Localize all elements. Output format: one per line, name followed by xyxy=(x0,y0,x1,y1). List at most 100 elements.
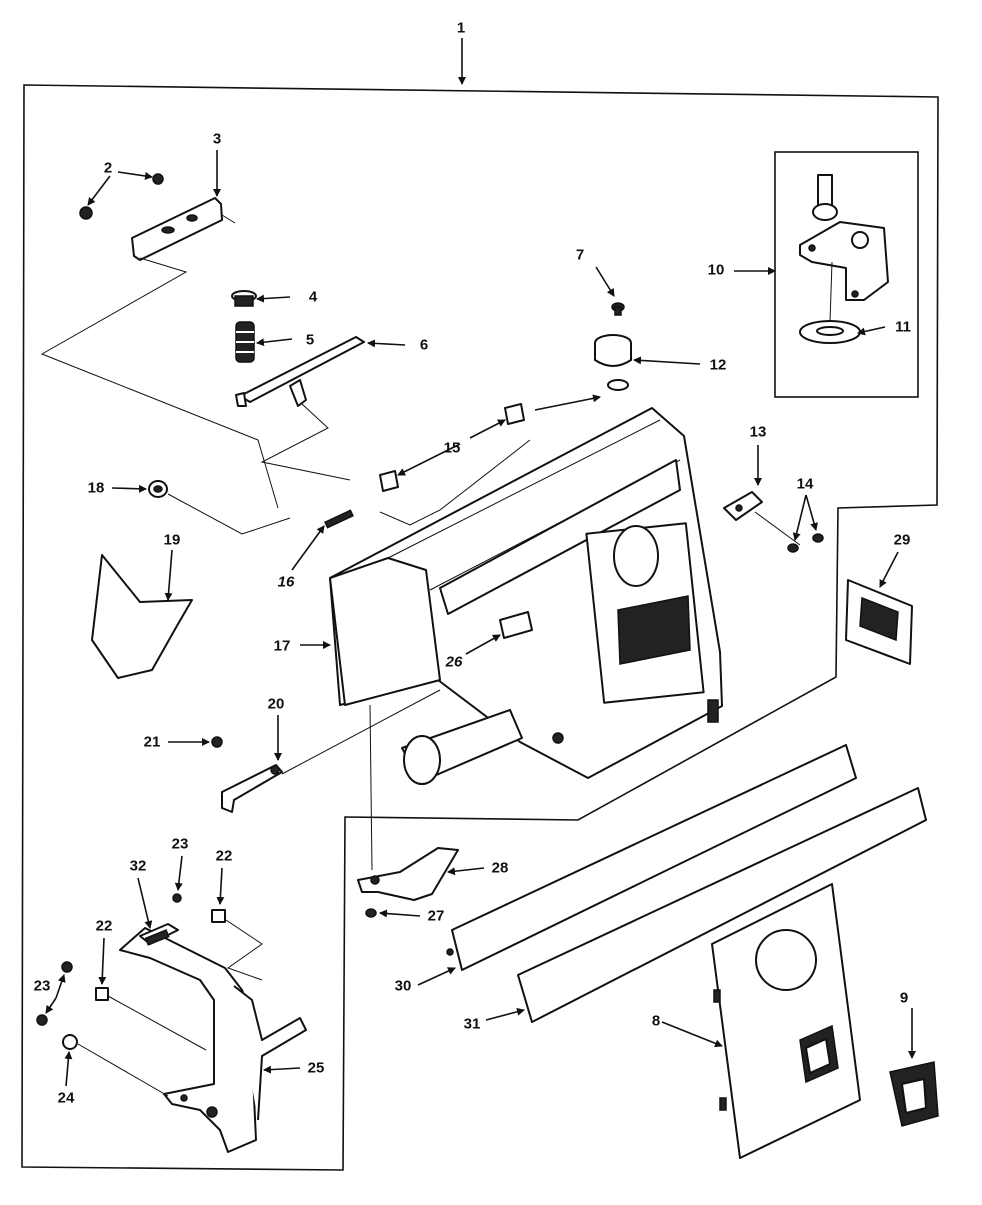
assembly-line-d xyxy=(379,439,531,526)
assembly-line-h xyxy=(107,995,207,1051)
callout-20: 20 xyxy=(267,695,285,713)
callout-21: 21 xyxy=(143,733,161,751)
part-27-screw xyxy=(365,908,377,918)
part-30-panel xyxy=(451,744,857,971)
callout-26-leader xyxy=(465,634,501,655)
callout-23a-leader xyxy=(174,855,183,891)
assembly-line-e xyxy=(281,689,441,775)
callout-12: 12 xyxy=(709,356,727,374)
part-22-nuts xyxy=(95,909,226,1001)
callout-19: 19 xyxy=(163,531,181,549)
part-14-screws xyxy=(787,533,824,553)
callout-17: 17 xyxy=(273,637,291,655)
part-5-spring xyxy=(235,321,255,363)
callout-19-leader xyxy=(164,549,173,601)
callout-1: 1 xyxy=(456,19,466,37)
callout-14: 14 xyxy=(796,475,814,493)
callout-18-leader xyxy=(111,484,147,493)
part-4-knob xyxy=(231,290,257,307)
part-8-cover-plate xyxy=(711,883,861,1159)
callout-4: 4 xyxy=(308,288,318,306)
callout-2-leader-a xyxy=(87,175,111,206)
callout-24: 24 xyxy=(57,1089,75,1107)
part-7-screw xyxy=(611,302,625,316)
callout-3: 3 xyxy=(212,130,222,148)
callout-5: 5 xyxy=(305,331,315,349)
callout-15-leader-b xyxy=(469,419,506,439)
callout-28-leader xyxy=(447,867,485,876)
callout-22a-leader xyxy=(216,867,225,905)
part-32-clip xyxy=(139,923,179,946)
callout-32: 32 xyxy=(129,857,147,875)
callout-8-leader xyxy=(661,1021,723,1048)
assembly-line-c xyxy=(167,493,291,535)
machine-body xyxy=(329,407,723,785)
part-3-tip xyxy=(221,214,236,224)
part-28-foot-plate xyxy=(357,847,459,901)
part-9-latch xyxy=(889,1061,939,1127)
callout-10: 10 xyxy=(707,261,725,279)
callout-13: 13 xyxy=(749,423,767,441)
callout-23b-leader-a xyxy=(55,974,66,999)
part-12-cam xyxy=(594,334,632,391)
part-21-screw xyxy=(211,736,223,748)
callout-4-leader xyxy=(256,294,291,303)
callout-9: 9 xyxy=(899,989,909,1007)
part-11-washer xyxy=(799,320,861,344)
callout-12-leader xyxy=(633,356,701,365)
part-11-guide xyxy=(829,261,833,323)
assembly-line-f xyxy=(369,704,373,871)
part-29-badge xyxy=(845,579,913,665)
callout-26: 26 xyxy=(445,653,463,671)
callout-24-leader xyxy=(64,1051,73,1087)
callout-29-leader xyxy=(879,551,899,588)
assembly-line-b xyxy=(260,403,351,481)
callout-23b: 23 xyxy=(33,977,51,995)
assembly-line-g xyxy=(225,919,263,981)
part-30-pin xyxy=(446,948,454,956)
part-24-washer xyxy=(62,1034,78,1050)
callout-5-leader xyxy=(256,338,293,347)
callout-14-leader-a xyxy=(792,494,807,541)
callout-32-leader xyxy=(137,877,153,929)
callout-22b: 22 xyxy=(95,917,113,935)
part-13-plate xyxy=(723,491,763,521)
part-6-lever xyxy=(235,336,365,407)
callout-16-leader xyxy=(291,525,325,571)
callout-30: 30 xyxy=(394,977,412,995)
assembly-boundary xyxy=(21,84,939,1171)
callout-11-leader xyxy=(857,326,886,336)
callout-18: 18 xyxy=(87,479,105,497)
callout-2: 2 xyxy=(103,159,113,177)
callout-30-leader xyxy=(417,967,456,986)
callout-15: 15 xyxy=(443,439,461,457)
callout-23a: 23 xyxy=(171,835,189,853)
part-20-lever xyxy=(221,764,283,813)
part-18-nut xyxy=(148,480,168,498)
callout-27-leader xyxy=(379,909,421,918)
callout-15-leader-c xyxy=(534,394,601,411)
callout-11: 11 xyxy=(895,318,911,336)
callout-14-leader-b xyxy=(805,494,818,531)
part-19-cover xyxy=(91,554,193,679)
callout-23b-leader-b xyxy=(45,997,57,1014)
callout-7-leader xyxy=(595,266,615,297)
callout-22a: 22 xyxy=(215,847,233,865)
callout-7: 7 xyxy=(575,246,585,264)
callout-31: 31 xyxy=(463,1015,481,1033)
part-3-bracket xyxy=(131,197,223,261)
assembly-line-i xyxy=(77,1043,169,1097)
callout-2-leader-b xyxy=(117,171,153,180)
part-13-line xyxy=(754,511,801,546)
callout-16: 16 xyxy=(277,573,295,591)
callout-25-leader xyxy=(263,1065,301,1074)
part-2-screws xyxy=(79,173,164,220)
callout-27: 27 xyxy=(427,907,445,925)
part-10-hook-assembly xyxy=(799,174,889,301)
callout-6-leader xyxy=(367,339,406,348)
callout-31-leader xyxy=(485,1007,525,1021)
part-15-pads xyxy=(379,403,525,492)
callout-8: 8 xyxy=(651,1012,661,1030)
